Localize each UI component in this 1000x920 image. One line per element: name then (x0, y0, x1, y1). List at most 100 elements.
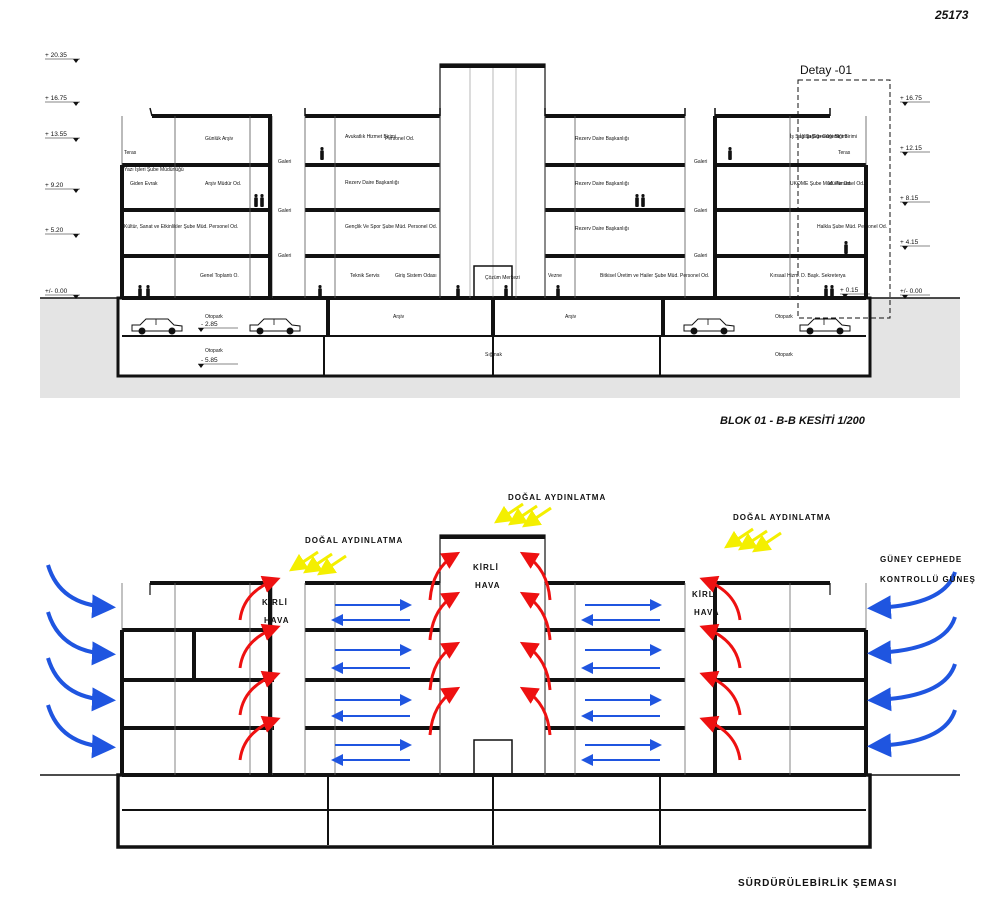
human-figure (641, 194, 645, 207)
dirty-air-arrow (519, 591, 552, 641)
sustainability-scheme: DOĞAL AYDINLATMA DOĞAL AYDINLATMA DOĞAL AY… (40, 493, 976, 849)
car-wheel (286, 327, 294, 335)
human-body (146, 288, 150, 298)
level-marker (73, 59, 79, 63)
human-head (556, 285, 560, 289)
human-figure (320, 147, 324, 160)
human-body (260, 197, 264, 207)
basement-column (326, 300, 330, 336)
right-level-label: + 8.15 (900, 195, 919, 202)
human-figure (844, 241, 848, 254)
room-label: Sığınak (485, 352, 502, 358)
human-body (318, 288, 322, 298)
car-icon (683, 318, 735, 335)
human-head (260, 194, 264, 198)
room-label: Galeri (694, 253, 707, 259)
right-level-label: +/- 0.00 (900, 288, 923, 295)
dirty-air-arrow (699, 623, 742, 669)
human-head (641, 194, 645, 198)
level-marker (902, 202, 908, 206)
level-marker (73, 234, 79, 238)
facade-air-arrow (46, 611, 116, 666)
human-head (320, 147, 324, 151)
basement-column (661, 300, 665, 336)
level-marker (842, 294, 848, 298)
dirty-air-arrow (238, 715, 281, 761)
dirty-air-label: KİRLİ (473, 563, 499, 572)
room-label: Giden Evrak (130, 181, 158, 187)
human-head (254, 194, 258, 198)
scheme-wall (864, 630, 868, 775)
room-label: İş Sağlığı Güvenliği Birimi (790, 133, 847, 140)
daylight-label: DOĞAL AYDINLATMA (733, 513, 831, 522)
facade-air-arrow (867, 663, 957, 712)
mid-left-slab (305, 208, 440, 212)
scheme-mid-right-slab (545, 726, 685, 730)
car-icon (131, 318, 183, 335)
room-label: Otopark (205, 348, 223, 354)
human-head (138, 285, 142, 289)
mid-right-slab (545, 163, 685, 167)
scheme-mid-right-slab (545, 678, 685, 682)
human-figure (146, 285, 150, 298)
level-marker (902, 246, 908, 250)
car-wheel (836, 327, 844, 335)
human-figure (318, 285, 322, 298)
detail-box (797, 79, 891, 319)
human-figure (728, 147, 732, 160)
human-head (844, 241, 848, 245)
car-icon (249, 318, 301, 335)
structural-wall (120, 165, 124, 298)
section-title: BLOK 01 - B-B KESİTİ 1/200 (720, 415, 865, 427)
basement-column (491, 300, 495, 336)
level-marker (902, 295, 908, 299)
car-wheel (690, 327, 698, 335)
human-body (635, 197, 639, 207)
left-level-label: + 16.75 (45, 95, 67, 102)
dirty-air-arrow (428, 591, 461, 641)
human-figure (635, 194, 639, 207)
human-body (254, 197, 258, 207)
room-label: Bitkisel Üretim ve Hailer Şube Müd. Pers… (600, 272, 709, 279)
mid-left-slab (305, 254, 440, 258)
dirty-air-label: KİRLİ (692, 590, 718, 599)
room-label: UKOME Şube Müd. Personel Od. (790, 181, 864, 187)
dirty-air-arrow (519, 641, 552, 691)
room-label: Müdür Od. (828, 181, 852, 187)
mid-right-slab (545, 254, 685, 258)
car-body (683, 318, 735, 332)
daylight-label: DOĞAL AYDINLATMA (305, 536, 403, 545)
section-drawing: Detay -01+ 20.35+ 16.75+ 13.55+ 9.20+ 5.… (40, 52, 960, 398)
room-label: Galeri (278, 159, 291, 165)
human-figure (556, 285, 560, 298)
scheme-entrance (473, 739, 513, 776)
scheme-mid-left-slab (305, 726, 440, 730)
room-label: Yazı İşleri Şube Müdürlüğü (124, 166, 184, 173)
car-wheel (720, 327, 728, 335)
daylight-label: DOĞAL AYDINLATMA (508, 493, 606, 502)
room-label: Arşiv (393, 314, 405, 320)
room-label: Galeri (278, 208, 291, 214)
facade-air-arrow (867, 571, 957, 620)
dirty-air-arrow (428, 686, 461, 736)
human-head (146, 285, 150, 289)
south-facade-label: KONTROLLÜ GÜNEŞ (880, 575, 976, 584)
dirty-air-label: HAVA (475, 581, 500, 590)
right-wing-slab (715, 114, 830, 118)
detail-label: Detay -01 (800, 63, 852, 77)
human-head (504, 285, 508, 289)
atrium-tower (439, 63, 546, 299)
car-icon (799, 318, 851, 335)
dirty-air-label: HAVA (264, 616, 289, 625)
car-body (249, 318, 301, 332)
scheme-right-slab (715, 628, 866, 632)
room-label: Otopark (205, 314, 223, 320)
basement-level-label: - 2.85 (201, 321, 218, 328)
dirty-air-arrow (699, 575, 742, 621)
mid-right-slab (545, 114, 685, 118)
scheme-wall (192, 630, 196, 680)
dirty-air-arrow (238, 575, 281, 621)
human-figure (824, 285, 828, 298)
dirty-air-arrow (519, 686, 552, 736)
